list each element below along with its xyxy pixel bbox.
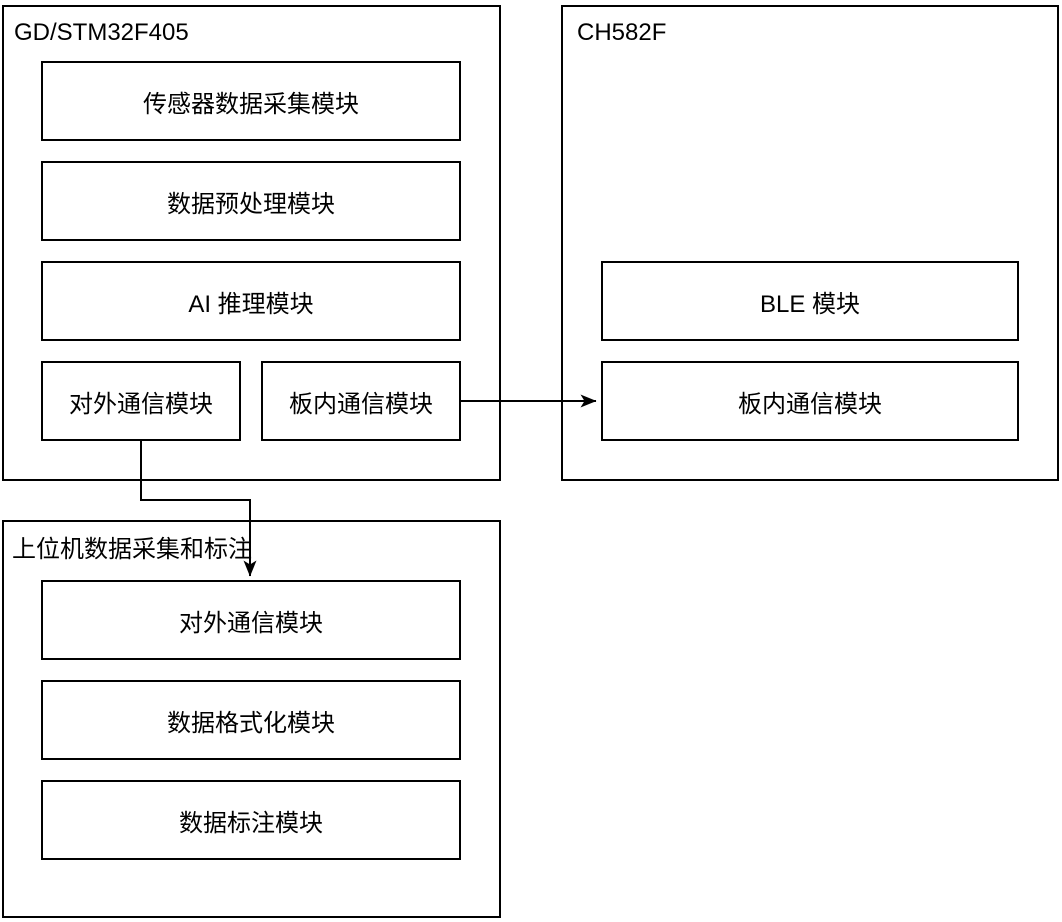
container-title-ch582f: CH582F bbox=[577, 19, 667, 46]
module-ble: BLE 模块 bbox=[601, 261, 1019, 341]
module-ai-inference: AI 推理模块 bbox=[41, 261, 461, 341]
module-board-comm-gd: 板内通信模块 bbox=[261, 361, 461, 441]
module-external-comm-gd: 对外通信模块 bbox=[41, 361, 241, 441]
container-title-host-pc: 上位机数据采集和标注 bbox=[12, 536, 252, 563]
module-data-annotation: 数据标注模块 bbox=[41, 780, 461, 860]
container-title-gd-stm32f405: GD/STM32F405 bbox=[14, 19, 189, 46]
module-data-preprocessing: 数据预处理模块 bbox=[41, 161, 461, 241]
module-board-comm-ch: 板内通信模块 bbox=[601, 361, 1019, 441]
module-sensor-data-acquisition: 传感器数据采集模块 bbox=[41, 61, 461, 141]
module-external-comm-host: 对外通信模块 bbox=[41, 580, 461, 660]
module-data-formatting: 数据格式化模块 bbox=[41, 680, 461, 760]
